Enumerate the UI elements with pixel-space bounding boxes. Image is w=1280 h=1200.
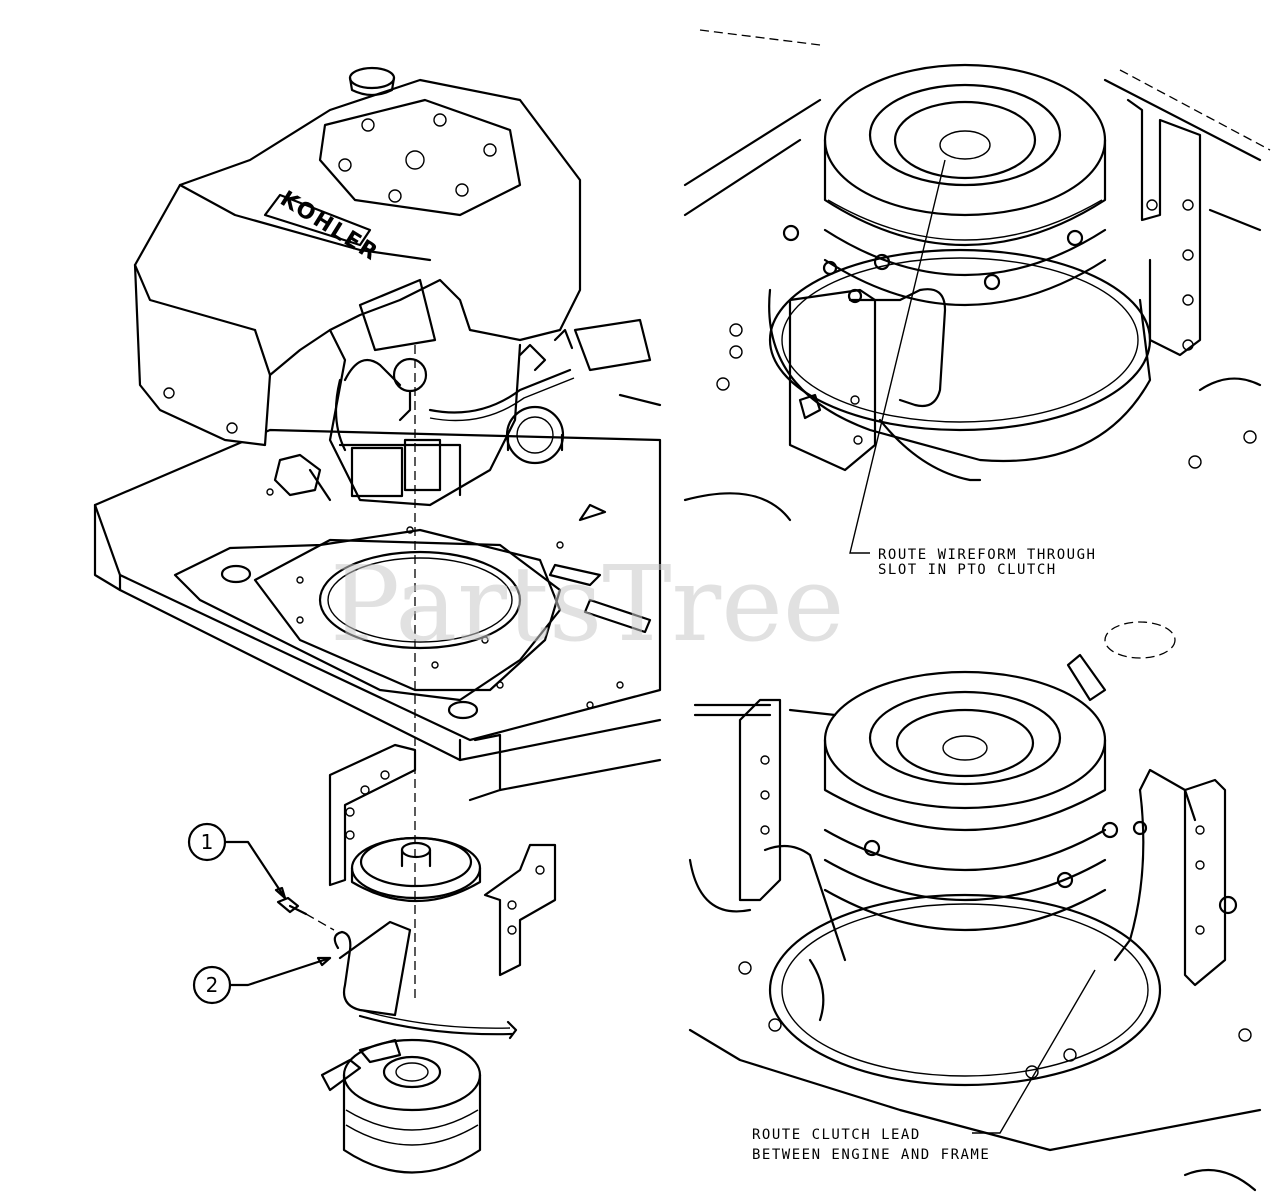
- pto-clutch-exploded: [320, 1038, 482, 1174]
- left-exploded-view: KOHLER: [93, 66, 662, 1174]
- callout-2-number: 2: [206, 973, 219, 997]
- callout-1: 1: [187, 822, 287, 900]
- bottom-right-detail-view: ROUTE CLUTCH LEAD BETWEEN ENGINE AND FRA…: [688, 621, 1262, 1192]
- frame-plate: [93, 318, 662, 802]
- bottom-note-line-2: BETWEEN ENGINE AND FRAME: [752, 1147, 990, 1163]
- callout-1-number: 1: [201, 830, 214, 854]
- callout-2: 2: [192, 956, 332, 1005]
- bottom-note-leader: [972, 969, 1096, 1134]
- top-note-line-2: SLOT IN PTO CLUTCH: [878, 562, 1057, 578]
- watermark: PartsTree: [330, 543, 844, 665]
- engine: KOHLER: [133, 66, 582, 507]
- top-right-detail-view: ROUTE WIREFORM THROUGH SLOT IN PTO CLUTC…: [683, 29, 1271, 578]
- bottom-note-line-1: ROUTE CLUTCH LEAD: [752, 1127, 921, 1143]
- drive-pulley: [350, 836, 482, 903]
- wireform-item-2: [333, 920, 518, 1040]
- bolt-item-1: [276, 896, 335, 931]
- top-note-line-1: ROUTE WIREFORM THROUGH: [878, 547, 1096, 563]
- top-note-leader: [849, 159, 946, 554]
- pto-bracket-right: [483, 843, 557, 977]
- pto-bracket-left: [328, 743, 417, 887]
